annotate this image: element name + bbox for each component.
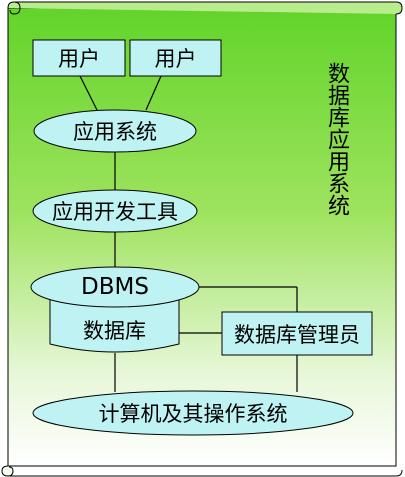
edge-user-right-to-app	[145, 75, 162, 111]
node-os-shape	[32, 390, 354, 436]
node-dba-box	[221, 311, 373, 356]
connectors	[79, 75, 298, 392]
node-os: 计算机及其操作系统	[98, 402, 288, 426]
node-dba: 数据库管理员	[234, 322, 360, 347]
node-user-left-box	[32, 39, 126, 77]
diagram-title: 数据库应用系统	[324, 62, 349, 216]
node-user-left: 用户	[58, 47, 100, 71]
node-dbms: DBMS	[81, 274, 149, 300]
scroll-top-curl	[7, 1, 403, 15]
node-user-right: 用户	[154, 47, 197, 71]
node-app-system: 应用系统	[73, 120, 157, 144]
scroll-bottom-curl	[3, 469, 403, 477]
node-dev-tools: 应用开发工具	[52, 200, 178, 224]
node-dev-tools-shape	[32, 189, 198, 233]
node-user-right-box	[129, 39, 222, 77]
node-database-cylinder	[30, 266, 200, 353]
node-database: 数据库	[83, 319, 146, 343]
node-app-system-shape	[33, 109, 197, 153]
edge-user-left-to-app	[79, 75, 98, 111]
